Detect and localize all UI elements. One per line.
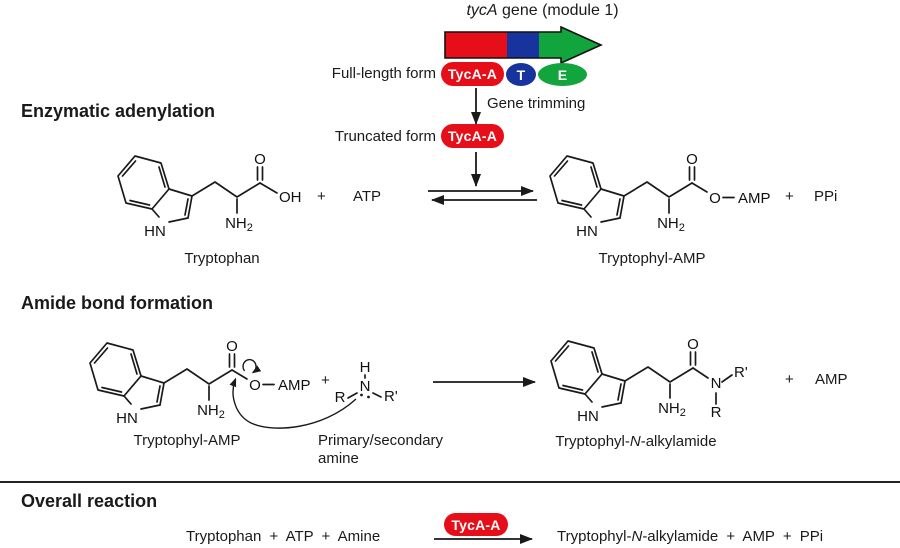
overall-reactants: Tryptophan + ATP + Amine — [186, 528, 381, 545]
tryptophan-structure: OH — [117, 150, 302, 241]
svg-text:R': R' — [384, 388, 398, 405]
amine-caption-line2: amine — [318, 450, 359, 467]
ppi-label: PPi — [814, 188, 838, 205]
gene-title-italic: tycA — [466, 2, 498, 19]
gene-segment-a — [445, 32, 507, 58]
overall-heading: Overall reaction — [21, 491, 158, 511]
tryptophyl-amp-structure-2: O AMP — [89, 337, 311, 428]
svg-text:O: O — [249, 377, 261, 394]
tyca-a-domain-badge-truncated: TycA-A — [441, 124, 504, 148]
overall-products: Tryptophyl-N-alkylamide + AMP + PPi — [557, 528, 824, 545]
gene-segment-e — [539, 27, 601, 63]
tryptophyl-amp-structure: O AMP — [549, 150, 771, 241]
svg-text:N: N — [360, 378, 371, 395]
full-length-label: Full-length form — [331, 65, 436, 82]
amine-caption: Primary/secondary amine — [318, 432, 443, 468]
atp-label: ATP — [353, 188, 382, 205]
equilibrium-arrows-icon — [428, 186, 537, 205]
adenylation-heading: Enzymatic adenylation — [21, 101, 216, 121]
lone-pair-dot — [360, 393, 363, 397]
svg-text:N: N — [711, 375, 722, 392]
gene-title-rest: gene (module 1) — [497, 2, 619, 19]
plus-sign-1: + — [317, 188, 326, 205]
tryptophyl-alkylamide-structure: N R' R — [550, 335, 748, 426]
amine-structure: H N R R' — [335, 359, 398, 406]
svg-text:AMP: AMP — [278, 377, 311, 394]
overall-arrow-icon — [434, 534, 533, 544]
truncated-label: Truncated form — [334, 128, 436, 145]
svg-text:R: R — [335, 389, 346, 406]
tryptophyl-amp-caption: Tryptophyl-AMP — [598, 250, 706, 267]
gene-arrow-outline — [444, 25, 603, 65]
gene-trimming-arrow-icon — [471, 88, 481, 125]
t-domain-badge: T — [506, 63, 536, 86]
amp-label: AMP — [815, 371, 848, 388]
gene-arrow-icon — [444, 25, 603, 65]
svg-text:O: O — [709, 190, 721, 207]
plus-sign-3: + — [321, 372, 330, 389]
svg-text:R: R — [711, 404, 722, 421]
tyca-a-domain-badge-full: TycA-A — [441, 62, 504, 86]
amide-heading: Amide bond formation — [21, 293, 213, 313]
tryptophan-caption: Tryptophan — [184, 250, 260, 267]
plus-sign-2: + — [785, 188, 794, 205]
section-divider — [0, 481, 900, 483]
gene-trimming-label: Gene trimming — [487, 95, 586, 112]
tyca-a-enzyme-badge: TycA-A — [444, 513, 508, 536]
amide-substrate-caption: Tryptophyl-AMP — [133, 432, 241, 449]
svg-text:OH: OH — [279, 189, 302, 206]
gene-title: tycA gene (module 1) — [420, 2, 665, 20]
svg-text:R': R' — [734, 364, 748, 381]
mechanism-arrows-icon — [229, 358, 357, 429]
to-reaction-arrow-icon — [471, 152, 481, 187]
gene-segment-t — [507, 32, 539, 58]
svg-text:AMP: AMP — [738, 190, 771, 207]
lone-pair-dot — [367, 395, 370, 399]
forward-arrow-icon — [433, 377, 536, 387]
svg-text:H: H — [360, 359, 371, 376]
plus-sign-4: + — [785, 371, 794, 388]
amine-caption-line1: Primary/secondary — [318, 432, 444, 449]
alkylamide-caption: Tryptophyl-N-alkylamide — [555, 433, 717, 450]
e-domain-badge: E — [538, 63, 587, 86]
